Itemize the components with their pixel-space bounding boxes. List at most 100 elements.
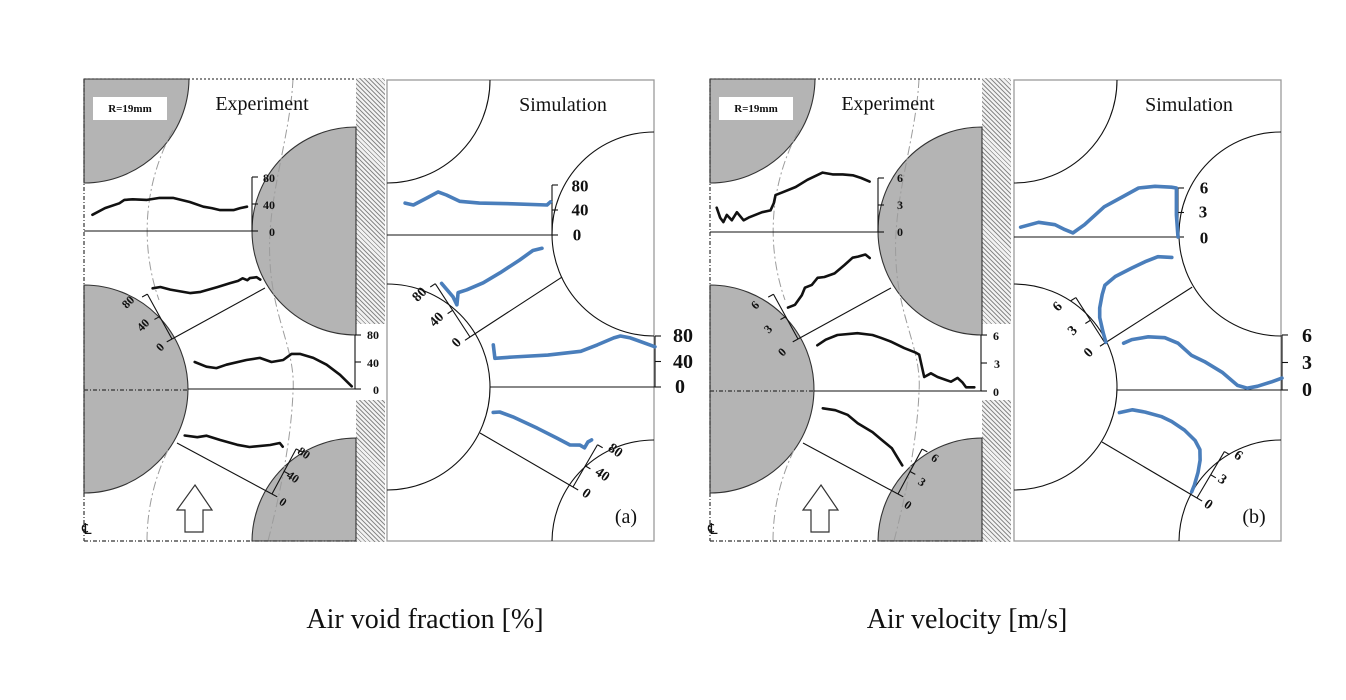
tick-label: 6 bbox=[897, 171, 903, 185]
tick-label: 6 bbox=[1302, 325, 1312, 347]
tick-label: 3 bbox=[897, 198, 903, 212]
tick-label: 3 bbox=[1302, 352, 1312, 374]
rod-left-middle bbox=[83, 284, 189, 494]
experiment-upper-diagonal-gap-axis-tick bbox=[154, 316, 160, 320]
subchannel-arc bbox=[267, 78, 294, 542]
experiment-lower-diagonal-gap-axis-tick bbox=[909, 471, 916, 475]
rod-right-upper bbox=[251, 126, 357, 336]
experiment-plot-b bbox=[710, 171, 987, 498]
tick-label: 0 bbox=[675, 376, 685, 398]
caption-b: Air velocity [m/s] bbox=[867, 604, 1068, 635]
experiment-upper-diagonal-gap-axis-tick bbox=[792, 338, 799, 343]
experiment-lower-diagonal-gap-axis-tick bbox=[283, 470, 290, 475]
simulation-upper-diagonal-gap-profile bbox=[439, 246, 544, 307]
rod-right-lower bbox=[251, 437, 357, 542]
radius-label-box bbox=[93, 97, 167, 120]
up-arrow-icon bbox=[801, 483, 840, 533]
simulation-panel-a: Simulation (a) 80 40 0 80 40 0 80 40 0 8… bbox=[386, 79, 693, 542]
tick-label: 3 bbox=[994, 357, 1000, 371]
simulation-top-gap-profile bbox=[403, 190, 553, 207]
panel-a: R=19mm Experiment ℄ 80 40 0 80 40 0 80 4… bbox=[81, 78, 693, 635]
tick-label: 3 bbox=[1199, 203, 1208, 222]
tick-label: 40 bbox=[592, 465, 612, 485]
radius-label-box bbox=[719, 97, 793, 120]
experiment-middle-gap-profile bbox=[816, 331, 976, 389]
simulation-lower-diagonal-gap-profile bbox=[1117, 408, 1202, 494]
simulation-upper-diagonal-gap-baseline bbox=[469, 276, 563, 338]
channel-wall-a-lower bbox=[356, 400, 385, 542]
subchannel-arc bbox=[146, 449, 169, 542]
experiment-lower-diagonal-gap-profile bbox=[821, 407, 904, 467]
simulation-upper-diagonal-gap-axis-tick bbox=[464, 336, 471, 341]
experiment-upper-diagonal-gap-baseline bbox=[171, 287, 266, 340]
experiment-lower-diagonal-gap-axis-tick bbox=[921, 448, 928, 453]
rod-top-left bbox=[386, 79, 491, 184]
rod-top-left bbox=[709, 78, 816, 184]
tick-label: 6 bbox=[1050, 299, 1066, 315]
experiment-upper-diagonal-gap-axis-tick bbox=[780, 316, 786, 321]
tick-label: 0 bbox=[1201, 497, 1215, 513]
experiment-upper-diagonal-gap-axis-tick bbox=[166, 338, 173, 343]
rod-top-left bbox=[83, 78, 190, 184]
rod-right-lower bbox=[551, 439, 655, 542]
simulation-lower-diagonal-gap-baseline bbox=[479, 432, 574, 488]
experiment-upper-diagonal-gap-axis-tick bbox=[767, 293, 774, 298]
simulation-lower-diagonal-gap-axis-tick bbox=[572, 486, 579, 491]
rod-left-middle bbox=[1013, 283, 1118, 491]
experiment-upper-diagonal-gap-axis-tick bbox=[141, 293, 148, 298]
tick-label: 80 bbox=[605, 441, 625, 461]
experiment-lower-diagonal-gap-baseline bbox=[176, 442, 273, 495]
tick-label: 0 bbox=[573, 226, 582, 245]
simulation-plot-a bbox=[387, 184, 661, 491]
experiment-lower-diagonal-gap-profile bbox=[183, 434, 284, 449]
simulation-panel-b: Simulation (b) 6 3 0 6 3 0 6 3 0 6 3 0 bbox=[1013, 79, 1312, 542]
simulation-top-gap-profile bbox=[1018, 184, 1180, 239]
experiment-top-gap-profile bbox=[91, 196, 249, 217]
tick-label: 0 bbox=[1081, 345, 1097, 361]
experiment-title: Experiment bbox=[841, 93, 935, 115]
tick-label: 80 bbox=[367, 328, 379, 342]
channel-wall-b-upper bbox=[982, 78, 1011, 324]
experiment-lower-diagonal-gap-axis-tick bbox=[271, 493, 278, 498]
tick-label: 3 bbox=[1215, 472, 1229, 488]
simulation-title: Simulation bbox=[519, 94, 607, 116]
rod-right-lower bbox=[877, 437, 983, 542]
simulation-lower-diagonal-gap-baseline bbox=[1101, 441, 1198, 499]
experiment-panel-b: R=19mm Experiment ℄ 6 3 0 6 3 0 6 3 0 6 … bbox=[707, 78, 1000, 542]
simulation-upper-diagonal-gap-axis-tick bbox=[1099, 342, 1106, 347]
tick-label: 40 bbox=[572, 201, 589, 220]
tick-label: 0 bbox=[993, 385, 999, 399]
caption-a: Air void fraction [%] bbox=[306, 604, 543, 635]
tick-label: 0 bbox=[373, 383, 379, 397]
tick-label: 40 bbox=[427, 310, 448, 331]
experiment-upper-diagonal-gap-profile bbox=[786, 253, 871, 309]
simulation-frame bbox=[1013, 79, 1282, 542]
panel-b: R=19mm Experiment ℄ 6 3 0 6 3 0 6 3 0 6 … bbox=[707, 78, 1312, 635]
channel-wall-a-upper bbox=[356, 78, 385, 324]
experiment-top-gap-profile bbox=[715, 171, 871, 224]
rod-left-middle bbox=[709, 284, 815, 494]
rod-left-middle bbox=[386, 283, 491, 491]
simulation-upper-diagonal-gap-axis-tick bbox=[1085, 319, 1091, 324]
rod-right-upper bbox=[551, 131, 655, 337]
simulation-title: Simulation bbox=[1145, 94, 1233, 116]
radius-label: R=19mm bbox=[734, 103, 778, 115]
rod-right-upper bbox=[877, 126, 983, 336]
tick-label: 6 bbox=[1200, 179, 1209, 198]
experiment-lower-diagonal-gap-baseline bbox=[802, 442, 899, 495]
tick-label: 0 bbox=[1200, 229, 1209, 248]
experiment-panel-a: R=19mm Experiment ℄ 80 40 0 80 40 0 80 4… bbox=[81, 78, 379, 542]
rod-right-upper bbox=[1178, 131, 1282, 337]
subchannel-arc bbox=[893, 78, 920, 542]
experiment-upper-diagonal-gap-baseline bbox=[797, 287, 892, 340]
panel-label: (a) bbox=[615, 506, 637, 528]
tick-label: 80 bbox=[673, 325, 693, 347]
tick-label: 80 bbox=[572, 177, 589, 196]
radius-label: R=19mm bbox=[108, 103, 152, 115]
tick-label: 0 bbox=[897, 225, 903, 239]
simulation-middle-gap-profile bbox=[1121, 335, 1284, 390]
simulation-upper-diagonal-gap-axis-tick bbox=[1070, 297, 1077, 302]
tick-label: 0 bbox=[269, 225, 275, 239]
tick-label: 3 bbox=[1065, 323, 1081, 339]
